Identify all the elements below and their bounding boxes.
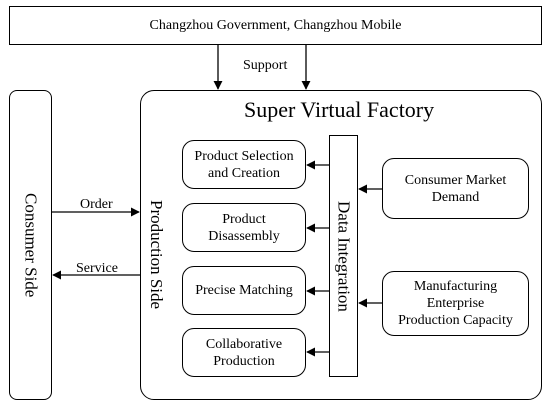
production-capacity-label: Manufacturing Enterprise Production Capa…: [398, 279, 513, 328]
product-selection-box: Product Selection and Creation: [182, 140, 306, 189]
collaborative-production-label: Collaborative Production: [205, 336, 283, 369]
data-integration-label: Data Integration: [334, 200, 354, 312]
product-disassembly-box: Product Disassembly: [182, 203, 306, 252]
precise-matching-label: Precise Matching: [195, 283, 293, 298]
consumer-side-box: Consumer Side: [9, 90, 52, 400]
consumer-market-demand-label: Consumer Market Demand: [404, 172, 507, 205]
government-mobile-box: Changzhou Government, Changzhou Mobile: [9, 6, 542, 45]
precise-matching-box: Precise Matching: [182, 266, 306, 315]
support-label: Support: [243, 58, 288, 73]
government-mobile-label: Changzhou Government, Changzhou Mobile: [149, 18, 402, 33]
factory-title: Super Virtual Factory: [244, 97, 435, 122]
consumer-side-label: Consumer Side: [21, 192, 41, 298]
consumer-market-demand-box: Consumer Market Demand: [382, 158, 529, 219]
collaborative-production-box: Collaborative Production: [182, 328, 306, 377]
order-label: Order: [80, 197, 113, 212]
product-disassembly-label: Product Disassembly: [208, 211, 280, 244]
product-selection-label: Product Selection and Creation: [194, 148, 294, 181]
production-capacity-box: Manufacturing Enterprise Production Capa…: [382, 271, 529, 336]
service-label: Service: [76, 261, 118, 276]
production-side-label: Production Side: [147, 200, 166, 310]
data-integration-box: Data Integration: [329, 135, 358, 377]
production-side-wrap: Production Side: [146, 190, 166, 320]
